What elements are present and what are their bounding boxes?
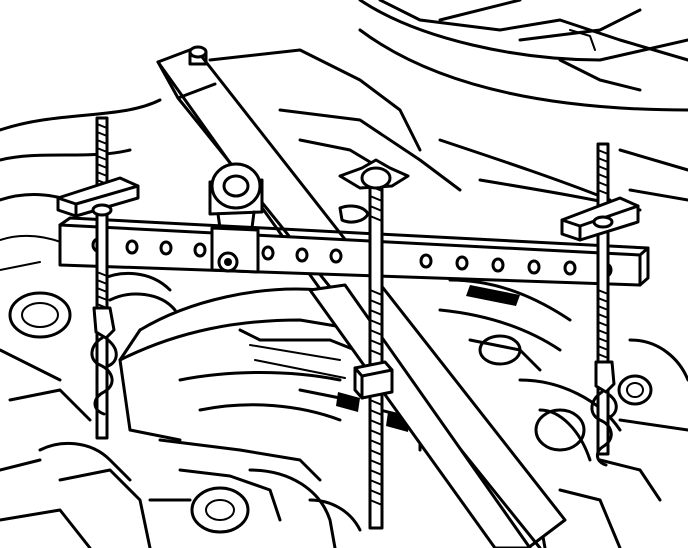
center-wing-nut bbox=[338, 158, 410, 190]
center-rod-collar bbox=[338, 204, 370, 224]
hood-and-cowl bbox=[0, 0, 688, 271]
lateral-support-bar bbox=[58, 216, 650, 287]
right-lifting-assembly bbox=[560, 142, 640, 467]
lifting-eye bbox=[208, 162, 264, 230]
left-threaded-rod bbox=[95, 116, 109, 440]
left-lifting-assembly bbox=[56, 116, 140, 440]
left-lifting-hook bbox=[90, 306, 118, 416]
left-engine-components bbox=[0, 271, 177, 548]
cross-brace bbox=[308, 283, 532, 548]
center-hook-clamp bbox=[353, 360, 394, 400]
center-lifting-assembly bbox=[338, 158, 410, 530]
center-threaded-rod bbox=[368, 166, 384, 530]
right-threaded-rod bbox=[596, 142, 610, 456]
right-lifting-hook bbox=[590, 360, 618, 467]
